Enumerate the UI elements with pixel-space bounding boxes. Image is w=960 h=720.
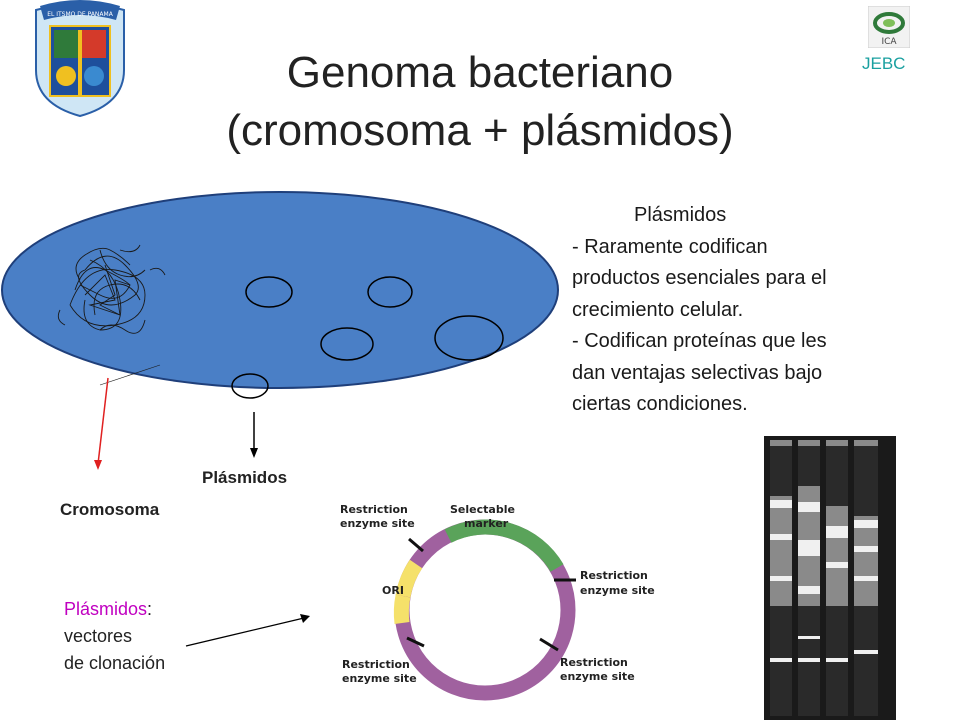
- chromosome-label: Cromosoma: [60, 500, 160, 519]
- chromosome-tangle: [57, 244, 166, 334]
- vectors-line: de clonación: [64, 653, 166, 673]
- description-line: - Codifican proteínas que les: [572, 330, 827, 352]
- title-line-2: (cromosoma + plásmidos): [226, 106, 734, 155]
- plasmid-description: Plásmidos - Raramente codifican producto…: [572, 200, 902, 421]
- plasmids-label: Plásmidos: [202, 468, 288, 487]
- plasmid-circle: [245, 276, 293, 308]
- description-line: - Raramente codifican: [572, 235, 768, 258]
- svg-text:Selectable: Selectable: [450, 503, 515, 516]
- svg-text:enzyme site: enzyme site: [560, 670, 635, 683]
- plasmid-circle: [367, 276, 413, 308]
- svg-text:Restriction: Restriction: [560, 656, 628, 669]
- gel-electrophoresis-image: [764, 436, 896, 720]
- description-line: ciertas condiciones.: [572, 393, 748, 415]
- restriction-site-marker: [406, 636, 425, 648]
- description-line: productos esenciales para el: [572, 267, 827, 289]
- plasmid-circle: [320, 327, 374, 361]
- vector-arrow: [185, 614, 310, 647]
- description-line: dan ventajas selectivas bajo: [572, 361, 823, 384]
- plasmid-map: Restriction enzyme site Selectable marke…: [340, 503, 655, 701]
- svg-text:enzyme site: enzyme site: [340, 517, 415, 530]
- svg-text:ORI: ORI: [382, 584, 404, 597]
- svg-text:ICA: ICA: [881, 37, 897, 47]
- svg-text:enzyme site: enzyme site: [580, 584, 655, 597]
- vectors-keyword: Plásmidos: [64, 599, 148, 619]
- svg-text:Restriction: Restriction: [342, 658, 410, 671]
- svg-text:marker: marker: [464, 517, 509, 530]
- description-line: crecimiento celular.: [572, 298, 744, 321]
- vectors-line: vectores: [64, 626, 133, 646]
- slide-title: Genoma bacteriano (cromosoma + plásmidos…: [120, 44, 840, 160]
- chromosome-arrow: [97, 377, 109, 465]
- plasmid-circle: [231, 373, 269, 399]
- university-crest-logo: EL ITSMO DE PANAMA: [35, 0, 125, 118]
- cloning-vectors-text: Plásmidos: vectores de clonación: [64, 596, 165, 677]
- bacterial-cell: [1, 191, 559, 389]
- svg-text:Restriction: Restriction: [340, 503, 408, 516]
- plasmid-circle: [434, 315, 504, 361]
- description-heading: Plásmidos: [634, 204, 727, 226]
- restriction-site-marker: [539, 637, 559, 652]
- svg-text:EL ITSMO DE PANAMA: EL ITSMO DE PANAMA: [47, 11, 114, 18]
- title-line-1: Genoma bacteriano: [286, 48, 674, 97]
- svg-text:Restriction: Restriction: [580, 569, 648, 582]
- author-tag: JEBC: [862, 54, 906, 73]
- restriction-site-marker: [408, 537, 424, 553]
- ica-logo: ICA: [868, 6, 910, 48]
- bacterium-diagram: [1, 191, 559, 470]
- svg-text:enzyme site: enzyme site: [342, 672, 417, 685]
